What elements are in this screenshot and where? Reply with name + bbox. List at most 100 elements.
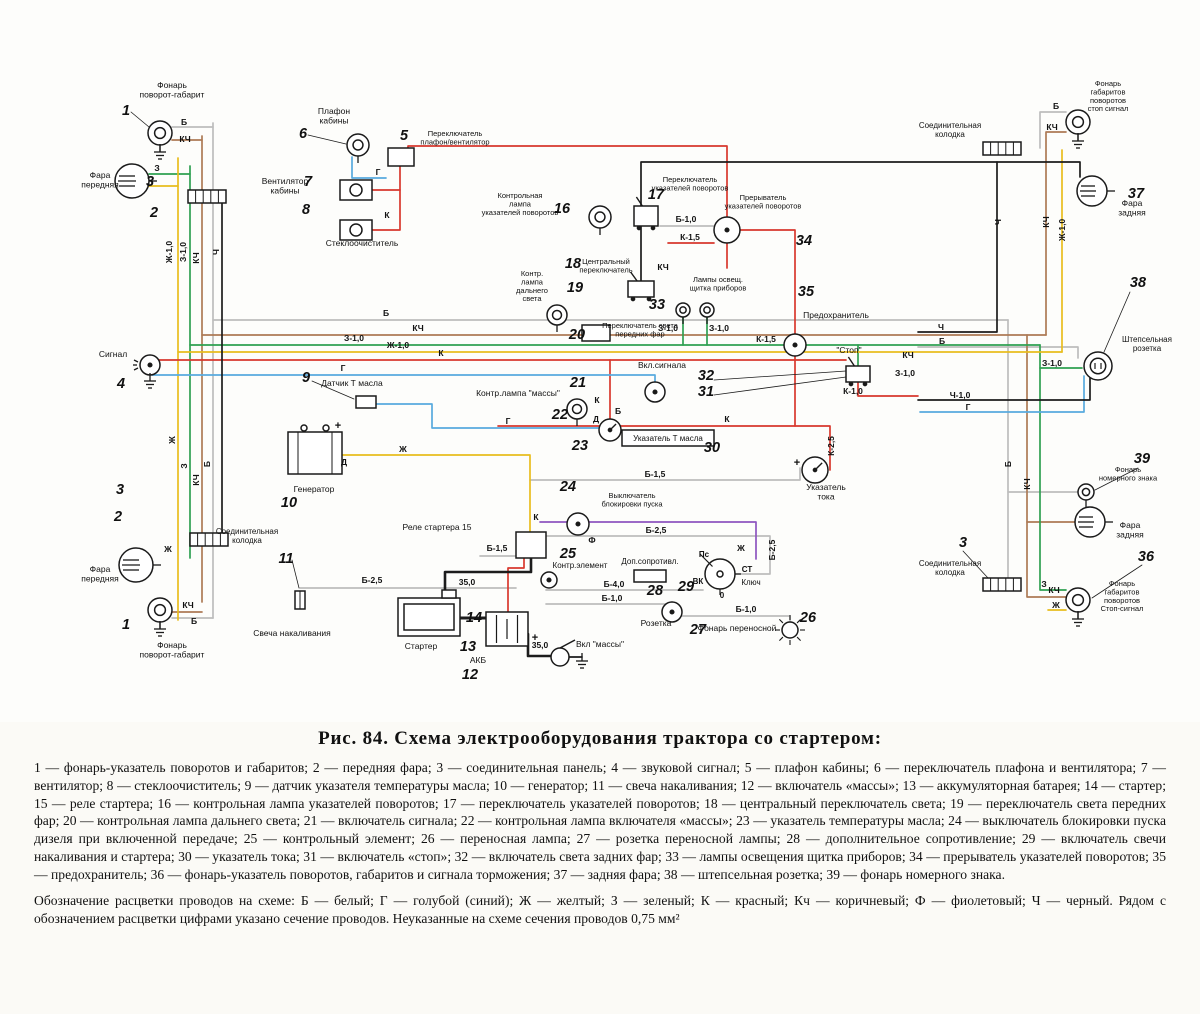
wire-label: Б-2,5	[646, 525, 667, 535]
callout-34: 34	[796, 233, 812, 249]
callout-26: 26	[799, 610, 817, 626]
oil-temp-sensor	[355, 395, 377, 409]
callout-1: 1	[122, 617, 130, 633]
fuse	[783, 333, 807, 357]
callout-3: 3	[146, 174, 154, 190]
wire-color-note: Обозначение расцветки проводов на схеме:…	[34, 892, 1166, 926]
connection-block-left	[189, 532, 229, 547]
wire-black	[1091, 564, 1143, 599]
wire-blue	[919, 375, 1085, 413]
wire-label: Б	[615, 406, 621, 416]
wire-label: Б-1,0	[736, 604, 757, 614]
rear-headlamp-upper	[1076, 175, 1115, 207]
wire-label: Б	[1003, 461, 1013, 467]
portable-lamp-socket	[661, 601, 683, 623]
wire-label: Б	[383, 308, 389, 318]
component-label: Стеклоочиститель	[326, 238, 399, 248]
wire-black	[917, 377, 1091, 401]
panel-lamp	[699, 302, 715, 324]
wire-label: Ж	[163, 544, 172, 554]
wire-label: Б-1,5	[645, 469, 666, 479]
wire-label: КЧ	[902, 350, 913, 360]
connection-block-right-top	[982, 141, 1022, 156]
wire-violet	[539, 521, 757, 560]
wire-black	[311, 380, 355, 400]
wire-label: Ф	[588, 535, 595, 545]
ground-switch	[550, 639, 576, 667]
front-left-turn-marker-lamp-2	[147, 597, 173, 629]
generator	[287, 424, 343, 475]
callout-3: 3	[116, 482, 124, 498]
callout-39: 39	[1134, 451, 1150, 467]
callout-35: 35	[798, 284, 815, 300]
wire-black	[713, 376, 847, 396]
wire-label: Б	[1053, 101, 1059, 111]
callout-23: 23	[571, 438, 588, 454]
turn-signal-interrupter	[713, 216, 741, 244]
turn-signal-switch	[633, 196, 659, 231]
wire-label: КЧ	[657, 262, 668, 272]
wire-label: З	[1041, 579, 1046, 589]
central-light-switch	[627, 271, 655, 302]
turn-indicator-lamp	[588, 205, 612, 235]
wire-red	[371, 189, 401, 231]
wire-label: З	[154, 163, 159, 173]
callout-3: 3	[959, 535, 967, 551]
callout-1: 1	[122, 103, 130, 119]
wire-white	[529, 467, 801, 481]
wire-black	[307, 134, 347, 145]
callout-11: 11	[278, 551, 293, 567]
wire-label: +	[532, 632, 538, 644]
wire-label: К	[594, 395, 600, 405]
wire-label: Б	[181, 117, 187, 127]
ground-symbol	[1072, 133, 1084, 149]
wire-label: З-1,0	[658, 323, 678, 333]
ground-symbol	[154, 144, 166, 160]
wire-blue	[373, 403, 600, 429]
component-label: Реле стартера 15	[403, 522, 472, 532]
callout-2: 2	[113, 509, 122, 525]
wire-brown	[1026, 334, 1067, 598]
glow-starter-key-switch	[699, 553, 741, 595]
wire-label: Ж-1,0	[1057, 219, 1067, 243]
horn	[133, 354, 161, 376]
oil-temp-gauge-label-box	[621, 429, 715, 447]
cab-fan	[339, 179, 373, 201]
callout-14: 14	[466, 610, 482, 626]
wire-label: Д	[341, 457, 347, 467]
wire-green	[1039, 344, 1067, 591]
high-beam-indicator-lamp	[546, 304, 568, 332]
wire-label: Б	[939, 336, 945, 346]
license-plate-lamp	[1077, 483, 1095, 507]
callout-18: 18	[565, 256, 582, 272]
wire-label: КЧ	[1048, 585, 1059, 595]
wire-black	[713, 370, 847, 381]
wire-label: З	[179, 463, 189, 468]
callout-13: 13	[460, 639, 476, 655]
callout-29: 29	[677, 579, 694, 595]
callout-8: 8	[302, 202, 311, 218]
wire-label: Г	[966, 402, 971, 412]
component-label: Указатель Т масла	[633, 434, 703, 443]
wire-yellow	[341, 454, 531, 533]
windshield-wiper	[339, 219, 373, 241]
callout-31: 31	[698, 384, 714, 400]
component-label: Доп.сопротивл.	[621, 557, 678, 566]
rear-right-marker-lamp-top	[1065, 109, 1091, 141]
component-label: Ключ	[741, 578, 760, 587]
wire-label: +	[335, 420, 341, 432]
wire-label: Б-1,0	[602, 593, 623, 603]
wire-label: 35,0	[532, 640, 549, 650]
callout-16: 16	[554, 201, 571, 217]
callout-20: 20	[568, 327, 585, 343]
callout-21: 21	[569, 375, 586, 391]
